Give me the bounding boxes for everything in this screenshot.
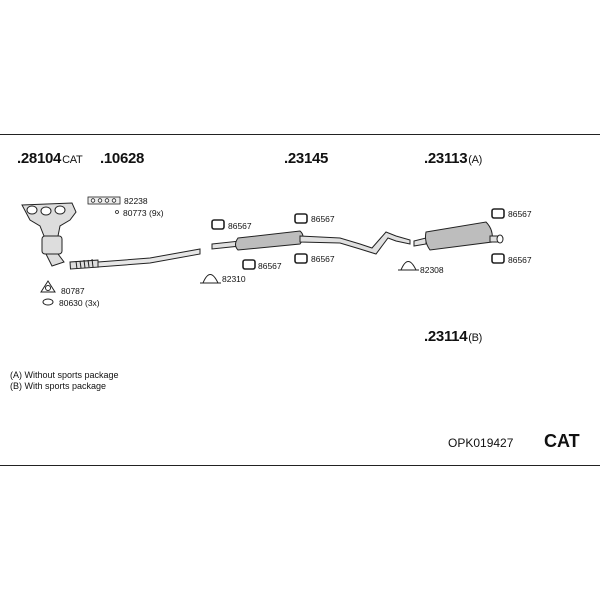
label-86567: 86567 xyxy=(311,254,335,264)
label-82308: 82308 xyxy=(420,265,444,275)
label-82310: 82310 xyxy=(222,274,246,284)
front-pipe-drawing xyxy=(69,258,99,270)
label-80773: 80773 (9x) xyxy=(123,208,164,218)
part-label-28104: .28104CAT xyxy=(17,150,83,167)
label-86567: 86567 xyxy=(508,255,532,265)
part-number: .28104 xyxy=(17,150,62,167)
legend-item-a: (A) Without sports package xyxy=(10,370,119,380)
label-80630: 80630 (3x) xyxy=(59,298,100,308)
clamp-80787-drawing xyxy=(40,280,56,293)
rubber-hanger-icons xyxy=(211,208,505,270)
label-82238: 82238 xyxy=(124,196,148,206)
part-number: .10628 xyxy=(100,150,145,167)
diagram-frame xyxy=(0,134,600,466)
label-86567: 86567 xyxy=(311,214,335,224)
part-label-23114: .23114(B) xyxy=(424,328,482,345)
part-number: .23145 xyxy=(284,150,329,167)
part-suffix: (A) xyxy=(468,154,483,166)
part-number: .23113 xyxy=(424,150,468,167)
pipe-clamp-icons xyxy=(200,261,419,284)
part-suffix: (B) xyxy=(468,332,483,344)
exhaust-manifold-drawing xyxy=(21,202,77,267)
label-86567: 86567 xyxy=(258,261,282,271)
part-label-23113: .23113(A) xyxy=(424,150,482,167)
part-number: .23114 xyxy=(424,328,468,345)
part-label-23145: .23145 xyxy=(284,150,328,167)
part-suffix: CAT xyxy=(62,154,83,166)
label-86567: 86567 xyxy=(228,221,252,231)
legend-item-b: (B) With sports package xyxy=(10,381,107,391)
cat-badge: CAT xyxy=(544,431,580,451)
gasket-drawing xyxy=(87,196,121,205)
ring-gasket-icon xyxy=(42,298,54,306)
nut-icon xyxy=(115,210,119,214)
part-label-10628: .10628 xyxy=(100,150,144,167)
centre-silencer-drawing xyxy=(211,230,411,255)
set-code: OPK019427 xyxy=(448,436,514,450)
rear-silencer-drawing xyxy=(413,221,504,251)
label-86567: 86567 xyxy=(508,209,532,219)
label-80787: 80787 xyxy=(61,286,85,296)
intermediate-pipe-drawing xyxy=(97,248,201,268)
